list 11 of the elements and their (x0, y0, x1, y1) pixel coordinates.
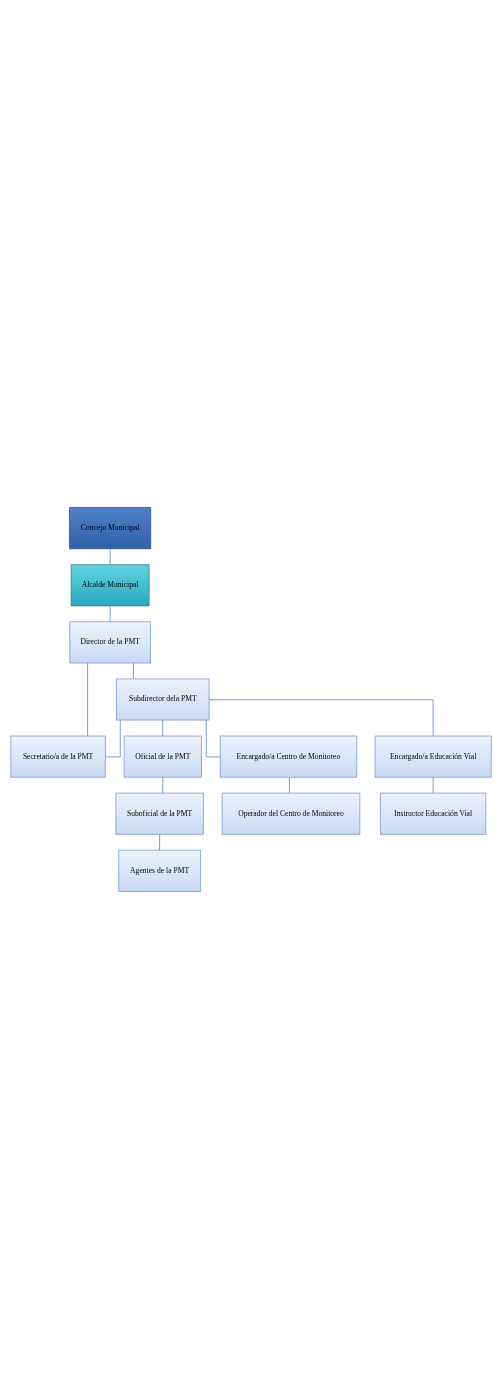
connector (133, 662, 134, 680)
connector (87, 662, 88, 737)
connector (105, 719, 121, 758)
connector (159, 834, 160, 851)
connector (289, 777, 290, 794)
connector (109, 548, 111, 565)
connector (109, 605, 111, 623)
connector (208, 699, 434, 737)
connector (162, 777, 164, 794)
connector (432, 777, 434, 794)
connector (162, 719, 164, 737)
